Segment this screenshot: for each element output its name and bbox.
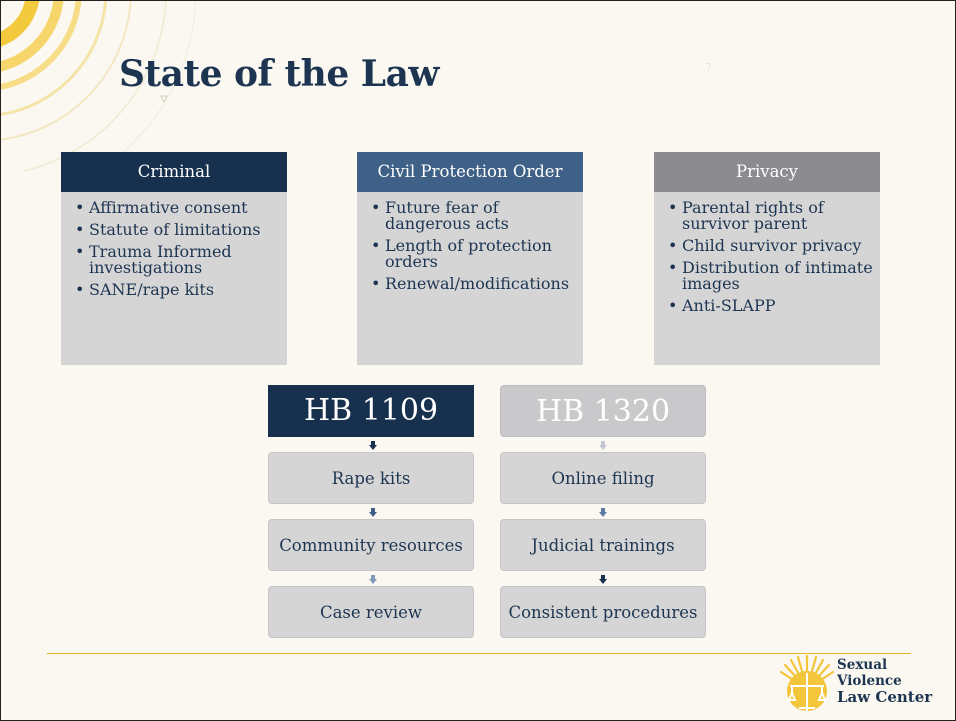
card-criminal-list: Affirmative consent Statute of limitatio…	[61, 200, 287, 299]
list-item: Affirmative consent	[75, 200, 287, 217]
corner-arcs-decoration	[1, 1, 197, 171]
list-item: Child survivor privacy	[668, 238, 880, 255]
list-item: Renewal/modifications	[371, 276, 583, 293]
hb1109-step-community-resources: Community resources	[268, 519, 474, 571]
list-item: Future fear of dangerous acts	[371, 200, 583, 232]
hb1320-step-online-filing: Online filing	[500, 452, 706, 504]
card-criminal-header: Criminal	[61, 152, 287, 192]
list-item: Statute of limitations	[75, 222, 287, 239]
svlc-logo-icon	[779, 654, 835, 711]
hb1320-step-consistent-procedures: Consistent procedures	[500, 586, 706, 638]
arrow-down-icon	[369, 508, 377, 517]
hb1320-header: HB 1320	[500, 385, 706, 437]
card-privacy: Privacy Parental rights of survivor pare…	[654, 152, 880, 365]
arrow-down-icon	[599, 508, 607, 517]
page-number: 7	[705, 61, 712, 74]
card-civil-header: Civil Protection Order	[357, 152, 583, 192]
list-item: SANE/rape kits	[75, 282, 287, 299]
arrow-down-icon	[369, 575, 377, 584]
card-privacy-header: Privacy	[654, 152, 880, 192]
card-privacy-list: Parental rights of survivor parent Child…	[654, 200, 880, 315]
hb1109-step-case-review: Case review	[268, 586, 474, 638]
list-item: Parental rights of survivor parent	[668, 200, 880, 232]
logo-line-1: Sexual	[837, 657, 888, 673]
hb1109-step-rape-kits: Rape kits	[268, 452, 474, 504]
arrow-down-icon	[599, 441, 607, 450]
footer-rule	[47, 653, 911, 654]
slide-title: State of the Law	[119, 53, 439, 95]
svlc-logo-text: Sexual Violence Law Center	[837, 657, 932, 705]
arrow-down-icon	[599, 575, 607, 584]
hb1109-header: HB 1109	[268, 385, 474, 437]
card-civil-list: Future fear of dangerous acts Length of …	[357, 200, 583, 293]
logo-line-3: Law Center	[837, 688, 933, 706]
arrow-down-icon	[369, 441, 377, 450]
list-item: Anti-SLAPP	[668, 298, 880, 315]
list-item: Trauma Informed investigations	[75, 244, 287, 276]
logo-line-2: Violence	[837, 673, 902, 689]
list-item: Distribution of intimate images	[668, 260, 880, 292]
card-criminal: Criminal Affirmative consent Statute of …	[61, 152, 287, 365]
hb1320-step-judicial-trainings: Judicial trainings	[500, 519, 706, 571]
card-civil-protection-order: Civil Protection Order Future fear of da…	[357, 152, 583, 365]
list-item: Length of protection orders	[371, 238, 583, 270]
